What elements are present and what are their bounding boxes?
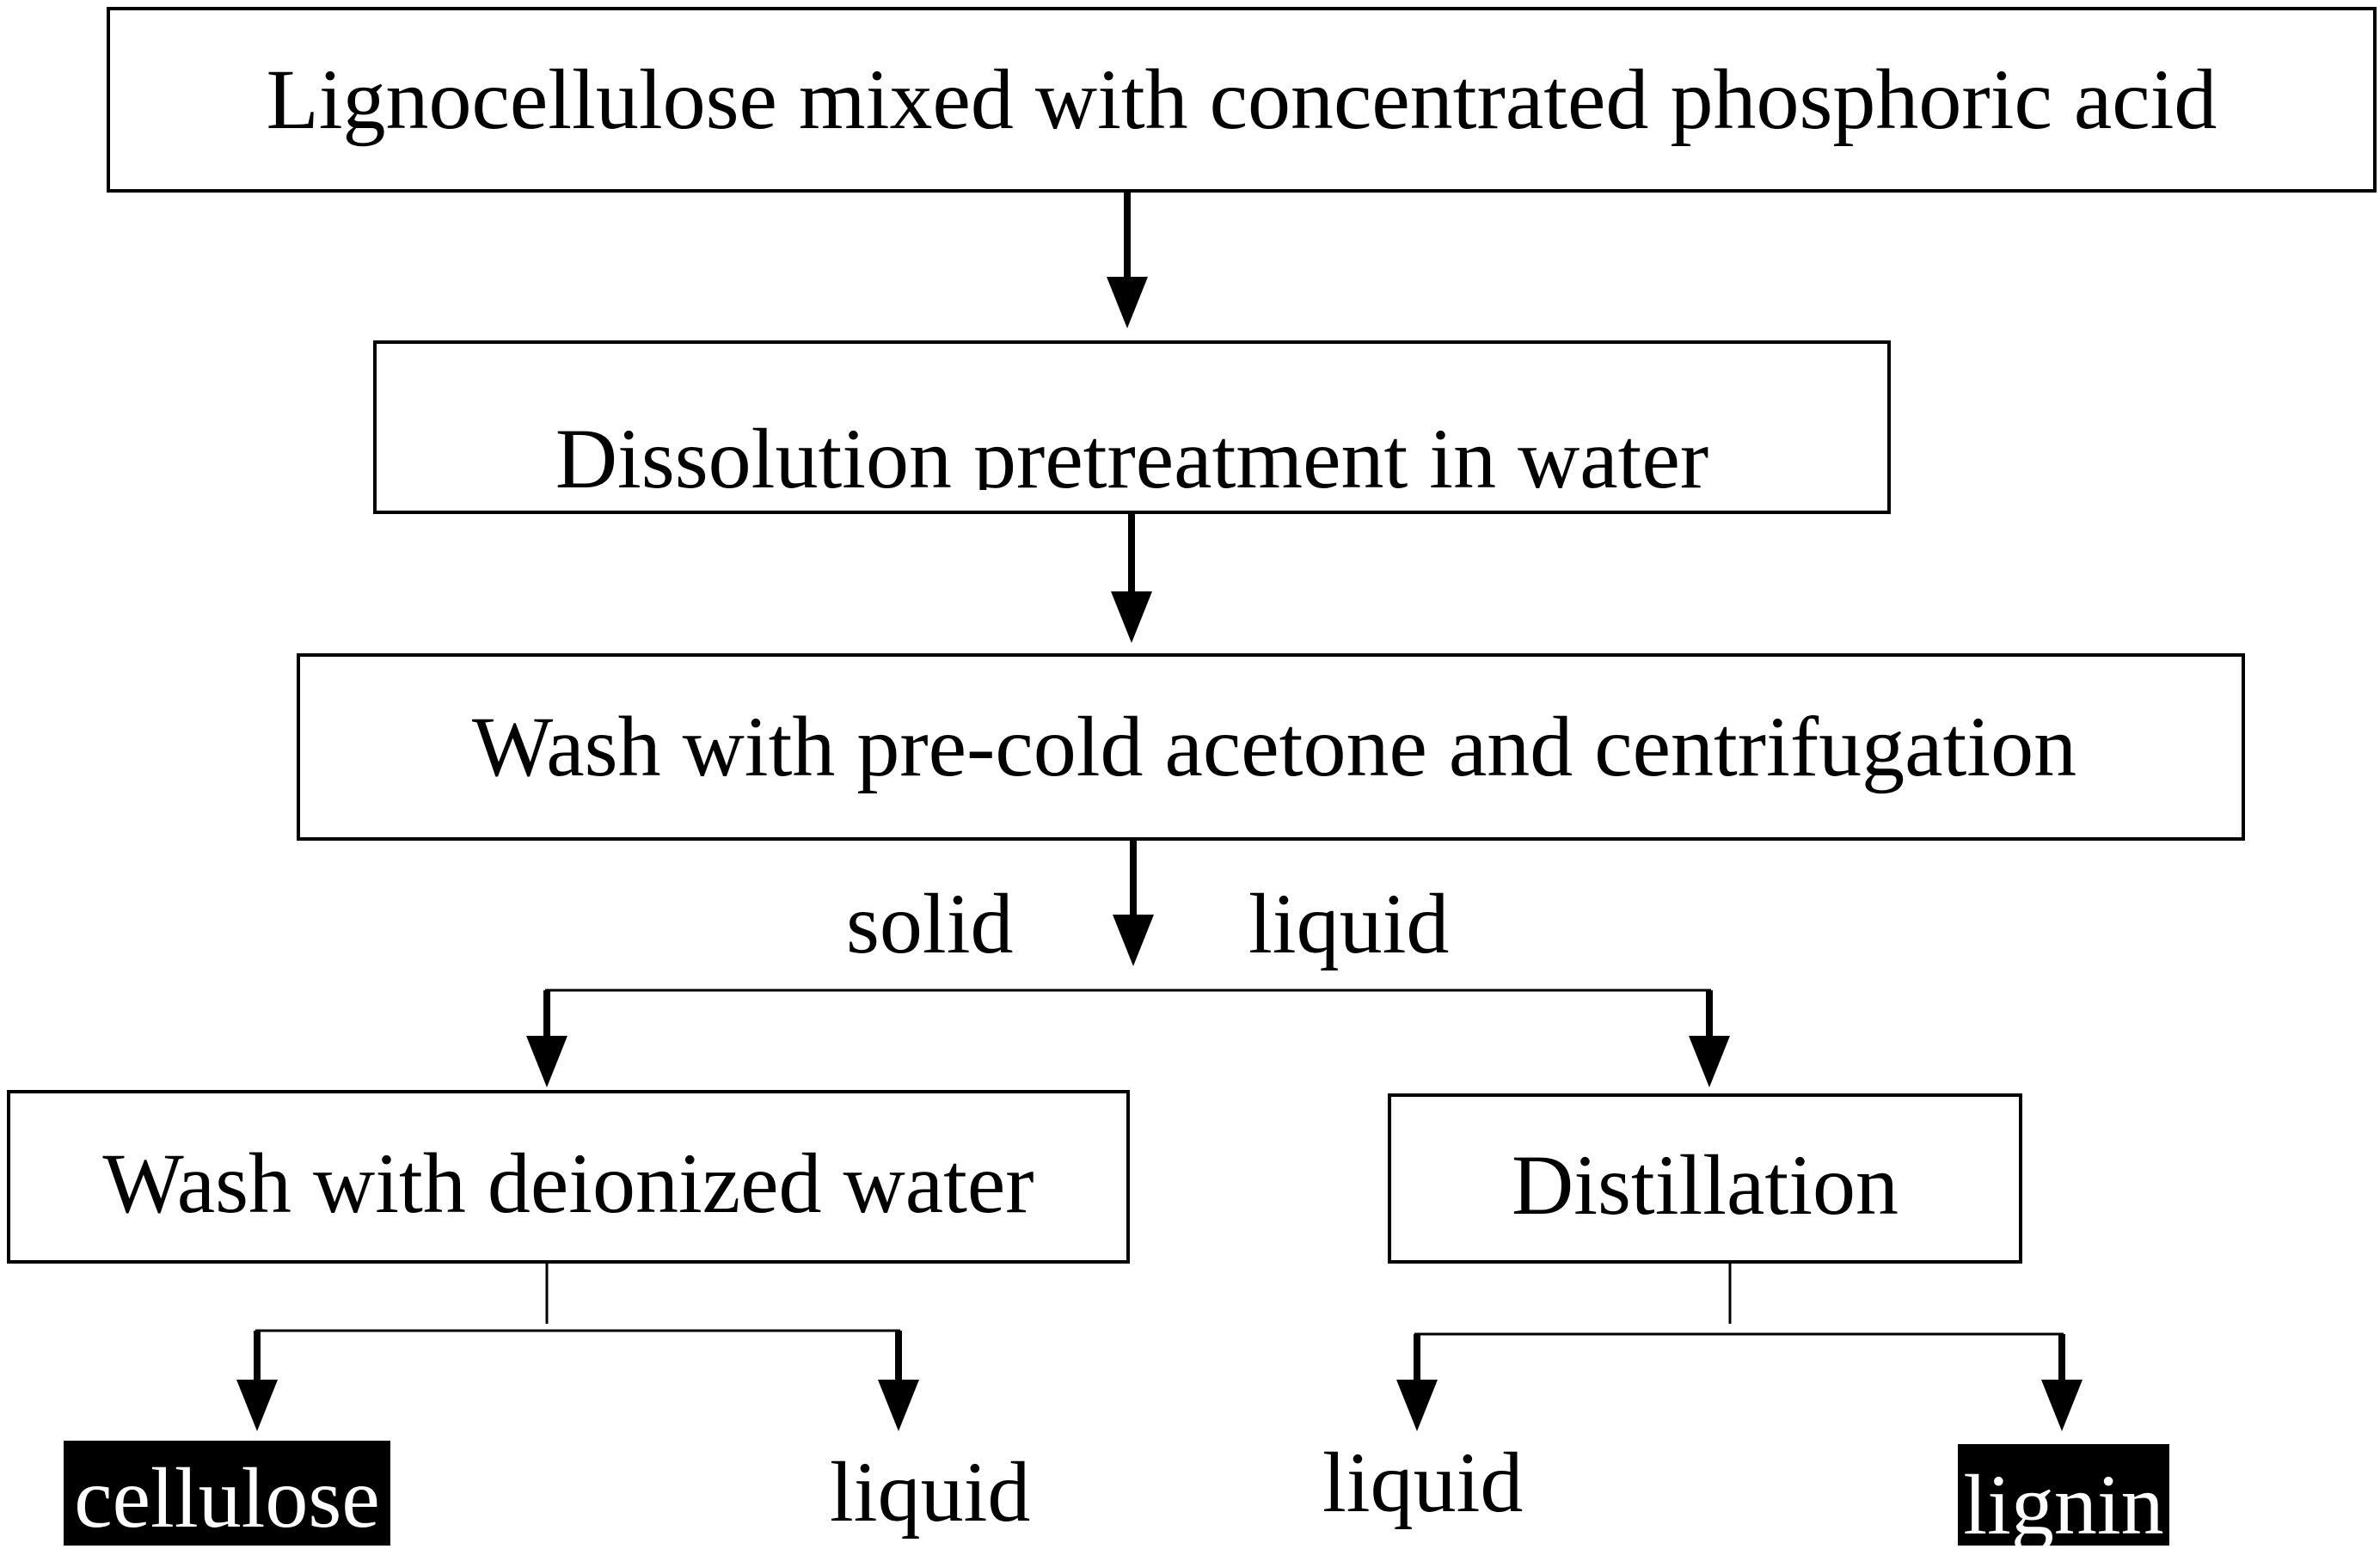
branch-label-liquid: liquid — [1248, 876, 1450, 971]
arrowhead-3 — [1113, 915, 1154, 966]
output-cellulose: cellulose — [64, 1441, 390, 1546]
arrowhead-lignin — [2041, 1380, 2082, 1431]
output-wash-liquid: liquid — [830, 1444, 1031, 1540]
output-distill-liquid: liquid — [1322, 1435, 1524, 1530]
step-distillation: Distillation — [1388, 1093, 2022, 1264]
arrowhead-wash-liquid — [878, 1380, 919, 1431]
step-deionized-wash-text: Wash with deionized water — [102, 1136, 1034, 1231]
step-acetone-wash-text: Wash with pre-cold acetone and centrifug… — [471, 699, 2077, 794]
step-distillation-text: Distillation — [1512, 1137, 1898, 1233]
arrowhead-2 — [1111, 591, 1152, 643]
arrowhead-distill-liquid — [1396, 1380, 1438, 1431]
branch-label-solid: solid — [846, 876, 1014, 971]
arrowhead-1 — [1107, 277, 1148, 328]
arrowhead-liquid — [1689, 1036, 1730, 1087]
step-mixing-text: Lignocellulose mixed with concentrated p… — [266, 52, 2217, 147]
arrowhead-cellulose — [236, 1380, 278, 1431]
step-dissolution-text: Dissolution pretreatment in water — [555, 416, 1709, 490]
step-mixing: Lignocellulose mixed with concentrated p… — [107, 7, 2377, 193]
step-deionized-wash: Wash with deionized water — [7, 1090, 1130, 1264]
output-lignin: lignin — [1958, 1444, 2169, 1548]
arrowhead-solid — [526, 1036, 567, 1087]
step-acetone-wash: Wash with pre-cold acetone and centrifug… — [297, 653, 2245, 841]
step-dissolution: Dissolution pretreatment in water — [373, 340, 1891, 514]
